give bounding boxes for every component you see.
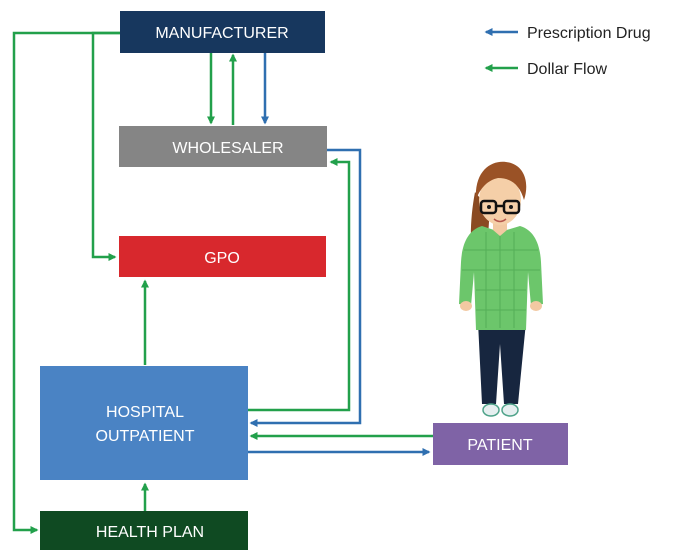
patient-illustration	[459, 161, 543, 417]
patient-box	[433, 423, 568, 465]
patient-hair-front	[475, 161, 527, 200]
node-patient: PATIENT	[433, 423, 568, 465]
patient-left-eye	[487, 205, 491, 209]
manufacturer-box	[120, 11, 325, 53]
node-manufacturer: MANUFACTURER	[120, 11, 325, 53]
patient-right-hand	[530, 301, 542, 311]
patient-legs	[478, 322, 526, 404]
patient-left-shoe	[482, 403, 500, 417]
node-health-plan: HEALTH PLAN	[40, 511, 248, 550]
health-plan-box	[40, 511, 248, 550]
hospital-label-line2: OUTPATIENT	[96, 428, 195, 445]
legend: Prescription Drug Dollar Flow	[484, 25, 651, 78]
legend-drug-label: Prescription Drug	[527, 25, 651, 42]
manufacturer-label: MANUFACTURER	[155, 25, 288, 42]
wholesaler-box	[119, 126, 327, 167]
health-plan-label: HEALTH PLAN	[96, 524, 204, 541]
flow-lines	[12, 31, 433, 534]
flow-wholesaler-to-hospital-drug	[249, 148, 362, 427]
wholesaler-label: WHOLESALER	[172, 140, 283, 157]
patient-label: PATIENT	[467, 437, 532, 454]
patient-shirt-pattern	[462, 232, 540, 328]
patient-mouth	[493, 218, 507, 223]
hospital-label-line1: HOSPITAL	[106, 404, 184, 421]
patient-shirt	[459, 226, 543, 330]
patient-right-shoe	[501, 403, 519, 417]
flow-hospital-to-wholesaler-dollar	[248, 158, 351, 412]
gpo-box	[119, 236, 326, 277]
flow-manufacturer-to-healthplan-dollar	[12, 31, 120, 534]
gpo-label: GPO	[204, 250, 240, 267]
flow-manufacturer-to-gpo-dollar	[91, 31, 120, 261]
patient-glasses	[479, 199, 521, 215]
patient-right-eye	[509, 205, 513, 209]
patient-left-hand	[460, 301, 472, 311]
node-wholesaler: WHOLESALER	[119, 126, 327, 167]
node-hospital-outpatient: HOSPITAL OUTPATIENT	[40, 366, 248, 480]
hospital-outpatient-box	[40, 366, 248, 480]
node-gpo: GPO	[119, 236, 326, 277]
legend-dollar-label: Dollar Flow	[527, 61, 607, 78]
